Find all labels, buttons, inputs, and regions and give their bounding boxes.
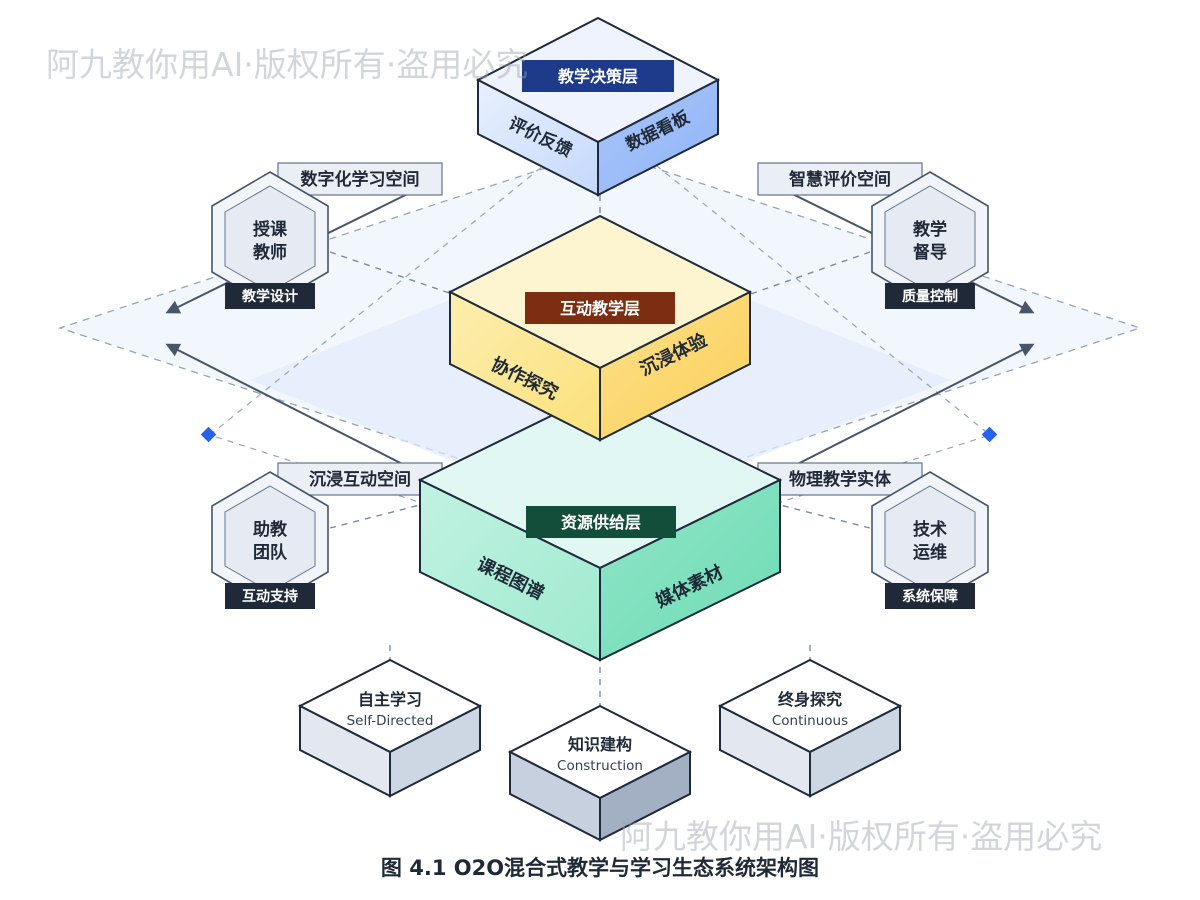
role-line2: 教师	[252, 242, 287, 263]
space-label-top-right: 智慧评价空间	[757, 162, 923, 196]
role-tag: 互动支持	[242, 588, 298, 605]
role-line1: 教学	[912, 219, 947, 240]
cube-interactive-layer: 互动教学层 协作探究 沉浸体验	[447, 214, 753, 442]
role-hexagon-supervisor: 教学 督导 质量控制	[871, 171, 989, 309]
outcome-cube-self-directed: 自主学习 Self-Directed	[297, 658, 483, 798]
outcome-subtitle: Construction	[557, 758, 643, 774]
outcome-cube-construction: 知识建构 Construction	[507, 704, 693, 842]
outcome-title: 自主学习	[358, 690, 422, 709]
space-label-bottom-left: 沉浸互动空间	[277, 462, 443, 496]
layer-badge: 资源供给层	[561, 513, 641, 532]
role-line2: 团队	[253, 542, 288, 563]
outcome-subtitle: Continuous	[772, 713, 848, 729]
role-tag: 系统保障	[902, 588, 958, 605]
role-hexagon-tech: 技术 运维 系统保障	[871, 471, 989, 609]
watermark-top: 阿九教你用AI·版权所有·盗用必究	[46, 45, 528, 84]
layer-badge: 互动教学层	[560, 299, 640, 318]
dashed-connectors	[329, 195, 871, 705]
role-line1: 授课	[253, 219, 288, 240]
watermark-bottom: 阿九教你用AI·版权所有·盗用必究	[620, 817, 1102, 856]
role-line1: 技术	[913, 519, 947, 540]
space-label-bottom-right: 物理教学实体	[757, 462, 923, 496]
cube-resource-layer: 资源供给层 课程图谱 媒体素材	[417, 390, 783, 662]
accent-diamond-right	[981, 426, 998, 443]
accent-diamond-left	[200, 426, 217, 443]
role-tag: 教学设计	[242, 288, 298, 305]
role-tag: 质量控制	[902, 288, 958, 305]
figure-caption: 图 4.1 O2O混合式教学与学习生态系统架构图	[380, 856, 820, 880]
arrow-lower-right	[769, 343, 1035, 479]
outcome-cube-continuous: 终身探究 Continuous	[717, 658, 903, 798]
role-line2: 运维	[913, 542, 947, 563]
space-label-text: 沉浸互动空间	[309, 469, 411, 490]
outcome-title: 终身探究	[778, 690, 842, 709]
space-label-text: 物理教学实体	[789, 469, 892, 490]
space-label-text: 智慧评价空间	[789, 169, 891, 190]
space-label-top-left: 数字化学习空间	[277, 162, 443, 196]
outcome-title: 知识建构	[568, 735, 632, 754]
space-label-text: 数字化学习空间	[301, 169, 420, 190]
role-hexagon-assistant: 助教 团队 互动支持	[211, 471, 329, 609]
layer-badge: 教学决策层	[558, 67, 638, 86]
role-line2: 督导	[913, 242, 947, 263]
cube-decision-layer: 教学决策层 评价反馈 数据看板	[475, 16, 721, 197]
arrow-lower-left	[165, 343, 431, 479]
role-hexagon-teacher: 授课 教师 教学设计	[211, 171, 329, 309]
outcome-subtitle: Self-Directed	[347, 713, 434, 729]
role-line1: 助教	[253, 519, 288, 540]
